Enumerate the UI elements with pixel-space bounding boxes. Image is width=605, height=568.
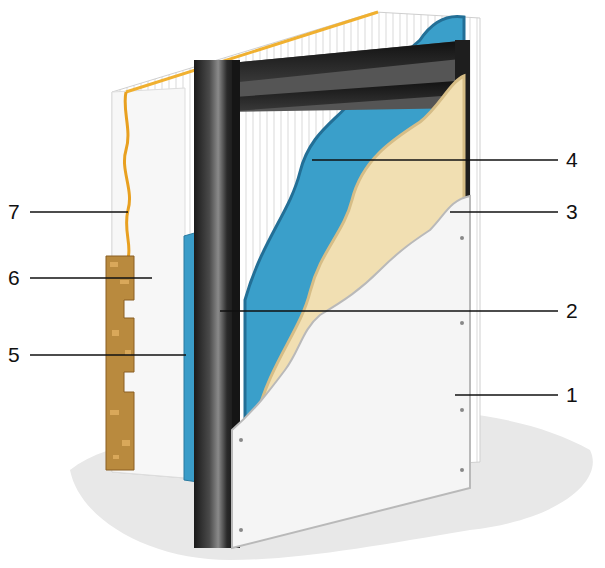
membrane-edge — [124, 92, 129, 258]
osb-board — [106, 256, 134, 470]
callout-number: 2 — [566, 299, 578, 323]
screw — [239, 438, 243, 442]
leader-line — [312, 159, 558, 161]
screw — [460, 408, 464, 412]
leader-line — [220, 310, 558, 312]
leader-line — [30, 211, 128, 213]
callout-number: 3 — [566, 200, 578, 224]
screws — [239, 236, 464, 532]
top-track-flange — [220, 40, 470, 84]
callout-number: 6 — [8, 266, 20, 290]
top-track-flange — [220, 80, 470, 112]
osb-chip — [113, 455, 119, 459]
screw — [239, 528, 243, 532]
osb-chip — [110, 262, 118, 267]
leader-line — [30, 354, 186, 356]
osb-chip — [110, 410, 119, 415]
leader-lines — [30, 160, 558, 395]
leader-line — [450, 211, 558, 213]
osb-chip — [112, 330, 119, 336]
leader-line — [455, 394, 558, 396]
screw — [460, 236, 464, 240]
osb-chip — [120, 280, 129, 284]
callout-number: 4 — [566, 148, 578, 172]
leader-line — [30, 277, 152, 279]
screw — [460, 321, 464, 325]
osb-texture — [110, 262, 131, 459]
drywall-board — [232, 196, 470, 548]
top-track-web — [220, 40, 470, 112]
callout-number: 7 — [8, 200, 20, 224]
osb-chip — [122, 440, 130, 446]
screw — [460, 468, 464, 472]
callout-number: 1 — [566, 383, 578, 407]
callout-number: 5 — [8, 343, 20, 367]
